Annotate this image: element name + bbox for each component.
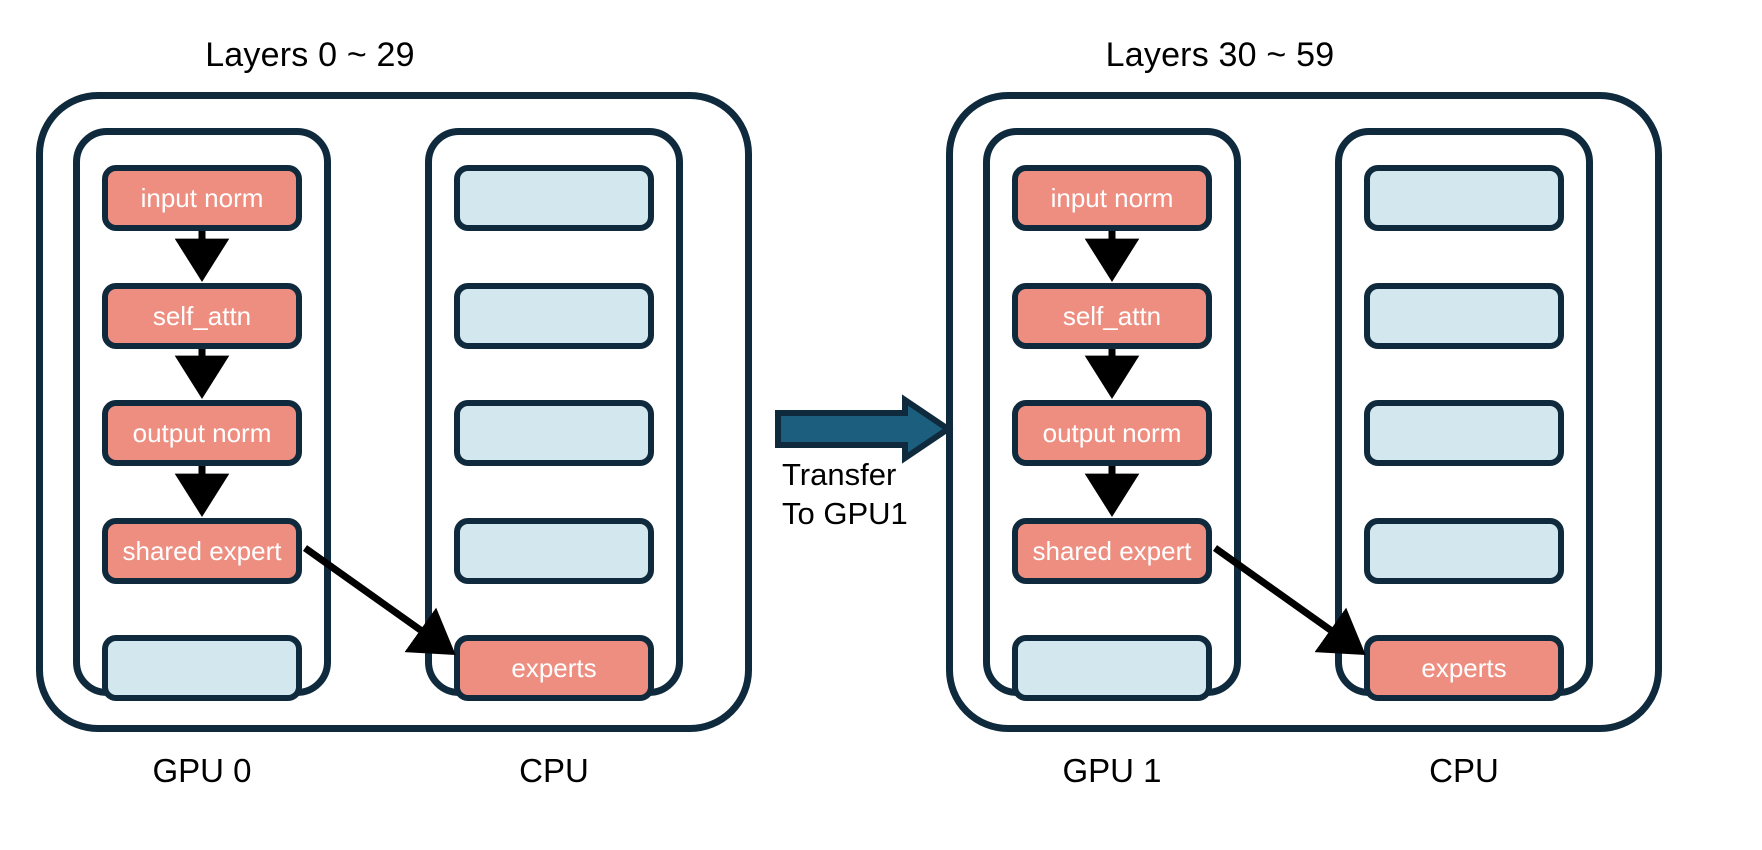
block-self-attn-gpu1[interactable]: self_attn [1012, 283, 1212, 349]
block-expert-slot-3-cpu-left[interactable] [454, 400, 654, 466]
transfer-arrow [775, 394, 954, 464]
block-self-attn-gpu0[interactable]: self_attn [102, 283, 302, 349]
block-input-norm-gpu1[interactable]: input norm [1012, 165, 1212, 231]
block-shared-expert-gpu1[interactable]: shared expert [1012, 518, 1212, 584]
block-input-norm-gpu0[interactable]: input norm [102, 165, 302, 231]
transfer-label-line1: Transfer [782, 457, 897, 492]
block-expert-slot-2-cpu-left[interactable] [454, 283, 654, 349]
device-label-cpu-right: CPU [1429, 752, 1499, 789]
device-label-gpu0: GPU 0 [152, 752, 252, 789]
block-shared-expert-gpu0[interactable]: shared expert [102, 518, 302, 584]
block-output-norm-gpu1[interactable]: output norm [1012, 400, 1212, 466]
block-expert-slot-1-cpu-left[interactable] [454, 165, 654, 231]
group-title-right: Layers 30 ~ 59 [1105, 36, 1335, 74]
device-label-gpu1: GPU 1 [1062, 752, 1162, 789]
block-placeholder-gpu1[interactable] [1012, 635, 1212, 701]
transfer-label-line2: To GPU1 [782, 496, 908, 532]
block-output-norm-gpu0[interactable]: output norm [102, 400, 302, 466]
block-experts-cpu-right[interactable]: experts [1364, 635, 1564, 701]
transfer-label: Transfer To GPU1 [782, 455, 908, 533]
block-experts-cpu-left[interactable]: experts [454, 635, 654, 701]
block-expert-slot-1-cpu-right[interactable] [1364, 165, 1564, 231]
block-expert-slot-3-cpu-right[interactable] [1364, 400, 1564, 466]
block-expert-slot-4-cpu-left[interactable] [454, 518, 654, 584]
block-placeholder-gpu0[interactable] [102, 635, 302, 701]
block-expert-slot-4-cpu-right[interactable] [1364, 518, 1564, 584]
device-label-cpu-left: CPU [519, 752, 589, 789]
block-expert-slot-2-cpu-right[interactable] [1364, 283, 1564, 349]
group-title-left: Layers 0 ~ 29 [205, 36, 415, 74]
